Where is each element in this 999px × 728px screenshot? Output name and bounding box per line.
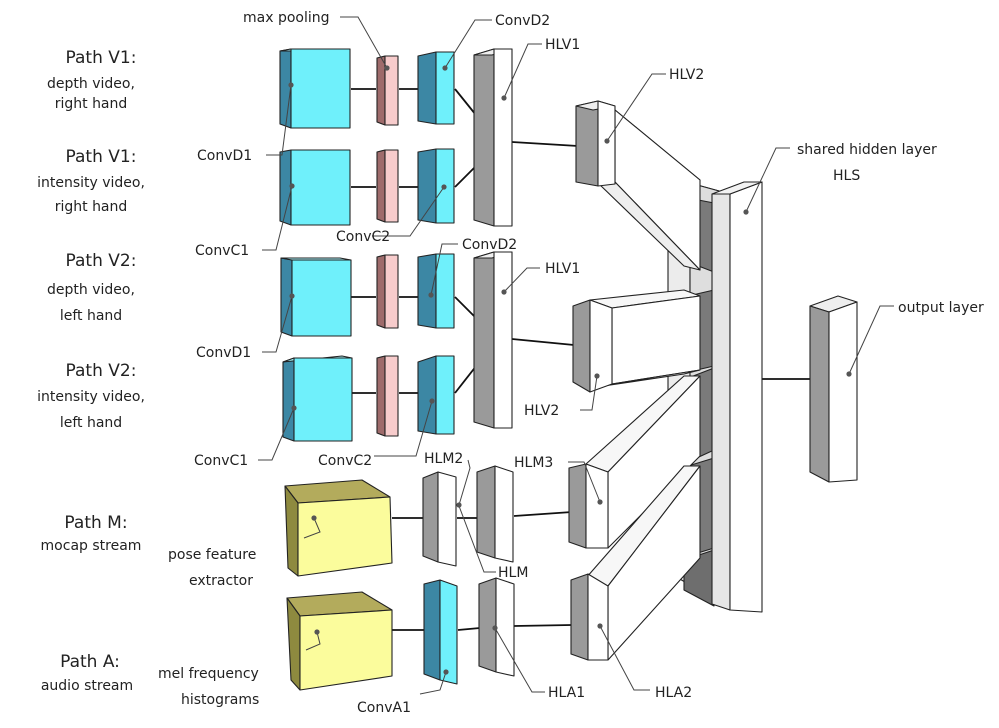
pose-feature-label-line1: pose feature bbox=[168, 547, 256, 563]
hls-label: HLS bbox=[833, 168, 860, 184]
convd2-block-v2-depth bbox=[417, 253, 455, 329]
maxpool-block-v1-depth bbox=[376, 55, 399, 126]
conva1-label: ConvA1 bbox=[357, 700, 411, 716]
convc2-block-v2-intensity bbox=[417, 355, 455, 435]
component-labels: max pooling ConvD2 HLV1 HLV2 ConvD1 Conv… bbox=[158, 10, 984, 716]
hlv2-block-top bbox=[575, 100, 616, 187]
convc2-bottom-label: ConvC2 bbox=[318, 453, 372, 469]
pose-feature-label-line2: extractor bbox=[189, 573, 253, 589]
convd2-block-v1-depth bbox=[417, 51, 455, 125]
path-v1-intensity-sub2: right hand bbox=[55, 199, 128, 215]
path-v1-depth-title: Path V1: bbox=[66, 48, 137, 68]
path-v2-intensity-sub2: left hand bbox=[60, 415, 122, 431]
convc1-bottom-label: ConvC1 bbox=[194, 453, 248, 469]
shared-hidden-layer-front bbox=[711, 181, 763, 613]
path-v1-depth-sub1: depth video, bbox=[47, 76, 135, 92]
hla2-label: HLA2 bbox=[655, 685, 692, 701]
mel-frequency-histograms-block bbox=[286, 591, 393, 691]
hlv2-top-label: HLV2 bbox=[669, 67, 704, 83]
output-layer-label: output layer bbox=[898, 300, 984, 316]
hlv1-block-v2 bbox=[473, 251, 513, 429]
path-v2-depth-sub1: depth video, bbox=[47, 282, 135, 298]
hlv2-bottom-label: HLV2 bbox=[524, 403, 559, 419]
path-a-title: Path A: bbox=[60, 652, 120, 672]
hlv2-block-bottom bbox=[572, 299, 613, 393]
pose-feature-extractor-block bbox=[284, 479, 393, 577]
hlm3-block bbox=[476, 465, 514, 563]
convd1-bottom-label: ConvD1 bbox=[196, 345, 251, 361]
convd2-bottom-label: ConvD2 bbox=[462, 237, 517, 253]
conva1-block bbox=[423, 579, 458, 685]
path-m-sub1: mocap stream bbox=[41, 538, 142, 554]
path-v1-intensity-sub1: intensity video, bbox=[37, 175, 145, 191]
hla1-label: HLA1 bbox=[548, 685, 585, 701]
path-v2-depth-title: Path V2: bbox=[66, 251, 137, 271]
convd1-block-v1-depth bbox=[279, 48, 351, 129]
hlv1-block-v1 bbox=[473, 48, 513, 227]
convc2-block-v1-intensity bbox=[417, 148, 455, 224]
maxpool-block-v2-depth bbox=[376, 254, 399, 329]
mel-frequency-label-line2: histograms bbox=[181, 692, 259, 708]
convc1-top-label: ConvC1 bbox=[195, 243, 249, 259]
leader-lines bbox=[258, 16, 894, 695]
convc1-block-v1-intensity bbox=[279, 149, 351, 226]
path-v1-depth-sub2: right hand bbox=[55, 96, 128, 112]
max-pooling-label: max pooling bbox=[243, 10, 330, 26]
path-v2-intensity-title: Path V2: bbox=[66, 361, 137, 381]
path-v1-intensity-title: Path V1: bbox=[66, 147, 137, 167]
mel-frequency-label-line1: mel frequency bbox=[158, 666, 259, 682]
hlm2-label: HLM2 bbox=[424, 451, 463, 467]
shared-hidden-layer-label: shared hidden layer bbox=[797, 142, 937, 158]
hlm-label: HLM bbox=[498, 565, 528, 581]
path-v2-intensity-sub1: intensity video, bbox=[37, 389, 145, 405]
hlv1-top-label: HLV1 bbox=[545, 37, 580, 53]
leader-dots bbox=[288, 65, 852, 675]
hla1-block bbox=[478, 577, 515, 677]
hlm2-block bbox=[422, 471, 457, 567]
tunnel-hlv2-bottom bbox=[589, 289, 701, 389]
hlm3-label: HLM3 bbox=[514, 455, 553, 471]
hla2-block bbox=[570, 573, 609, 661]
hlm-block bbox=[568, 463, 609, 549]
convd1-block-v2-depth bbox=[280, 257, 352, 337]
convd2-top-label: ConvD2 bbox=[495, 13, 550, 29]
convd1-top-label: ConvD1 bbox=[197, 148, 252, 164]
convc2-top-label: ConvC2 bbox=[336, 229, 390, 245]
path-v2-depth-sub2: left hand bbox=[60, 308, 122, 324]
maxpool-block-v2-intensity bbox=[376, 355, 399, 437]
maxpool-block-v1-intensity bbox=[376, 149, 399, 223]
path-a-sub1: audio stream bbox=[41, 678, 133, 694]
path-titles: Path V1: depth video, right hand Path V1… bbox=[37, 48, 145, 694]
output-layer-block bbox=[809, 295, 858, 483]
convc1-block-v2-intensity bbox=[282, 355, 353, 442]
hlv1-bottom-label: HLV1 bbox=[545, 261, 580, 277]
path-m-title: Path M: bbox=[64, 513, 127, 533]
